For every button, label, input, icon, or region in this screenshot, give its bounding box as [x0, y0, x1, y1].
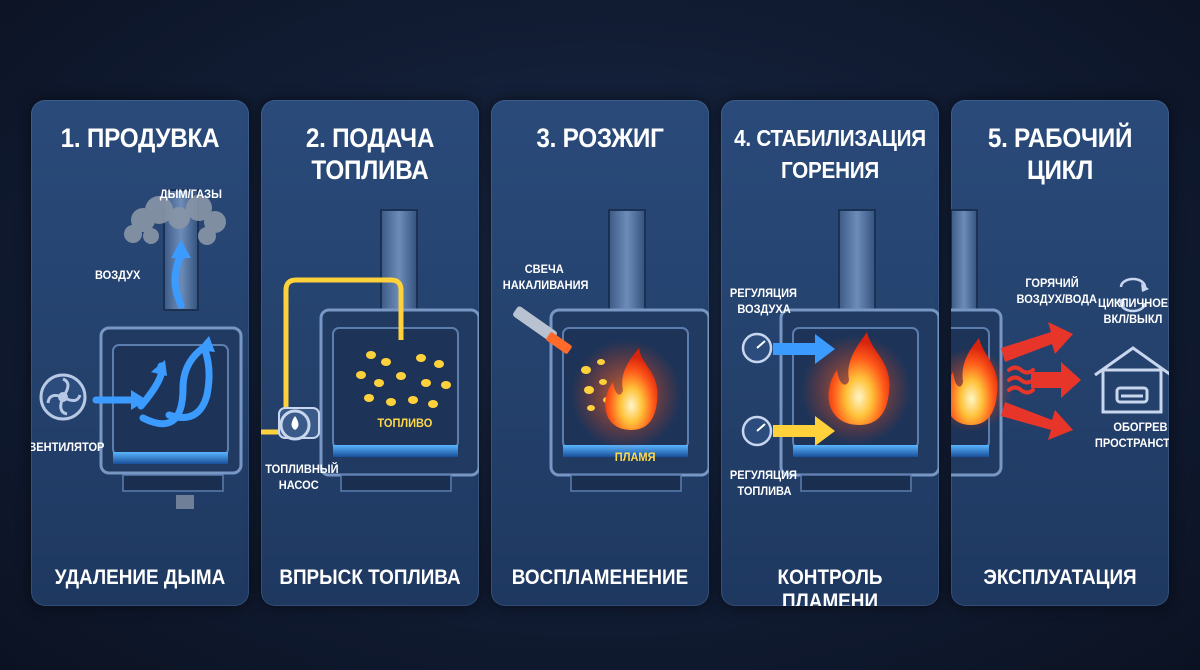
smoke-icon	[124, 195, 226, 245]
fuel-label: ТОПЛИВО	[377, 416, 433, 430]
step-title: 1. ПРОДУВКА	[60, 123, 220, 153]
air-regulation-label-line2: ВОЗДУХА	[737, 302, 791, 316]
heating-label-line2: ПРОСТРАНСТВА	[1094, 436, 1169, 450]
flame-label: ПЛАМЯ	[614, 450, 656, 464]
fuel-arrow-icon	[773, 416, 835, 446]
step-panel-stabilization: 4. СТАБИЛИЗАЦИЯ ГОРЕНИЯ РЕГУЛЯЦИЯ ВОЗДУХ…	[721, 100, 939, 606]
glow-plug-label-line1: СВЕЧА	[524, 262, 564, 276]
cycle-arrows-icon	[1119, 277, 1147, 313]
fan-icon	[39, 373, 87, 421]
pump-label-line2: НАСОС	[278, 478, 319, 492]
heat-arrow-icon	[1001, 322, 1081, 440]
step-footer: ВПРЫСК ТОПЛИВА	[279, 566, 461, 589]
ignition-illustration	[513, 209, 709, 492]
heating-label-line1: ОБОГРЕВ	[1113, 420, 1168, 434]
air-arrow-icon	[773, 334, 835, 364]
air-label: ВОЗДУХ	[94, 268, 141, 282]
fuel-regulation-label-line1: РЕГУЛЯЦИЯ	[729, 468, 797, 482]
air-regulation-label-line1: РЕГУЛЯЦИЯ	[729, 286, 797, 300]
step-title: 4. СТАБИЛИЗАЦИЯ ГОРЕНИЯ	[734, 125, 926, 183]
glow-plug-icon	[513, 306, 572, 354]
fuel-line-icon	[261, 277, 404, 435]
cycle-label-line2: ВКЛ/ВЫКЛ	[1103, 312, 1163, 326]
step-footer: ЭКСПЛУАТАЦИЯ	[983, 566, 1137, 589]
house-icon	[1094, 346, 1169, 414]
step-title: 3. РОЗЖИГ	[536, 123, 664, 153]
fuel-regulation-label-line2: ТОПЛИВА	[737, 484, 792, 498]
step-panel-fuel-feed: 2. ПОДАЧА ТОПЛИВА ТОПЛИВО ТОПЛИВНЫЙ НАСО…	[261, 100, 479, 606]
work-cycle-illustration	[951, 209, 1169, 477]
smoke-label: ДЫМ/ГАЗЫ	[159, 187, 222, 201]
flame-icon	[951, 338, 998, 425]
stabilization-illustration	[741, 209, 939, 492]
step-footer: УДАЛЕНИЕ ДЫМА	[54, 566, 226, 589]
hot-output-label-line2: ВОЗДУХ/ВОДА	[1016, 292, 1097, 306]
step-panel-work-cycle: 5. РАБОЧИЙ ЦИКЛ ГОРЯЧИЙ ВОЗДУХ	[951, 100, 1169, 606]
step-panel-purge: 1. ПРОДУВКА	[31, 100, 249, 606]
gauge-icon	[741, 332, 773, 447]
flame-icon	[605, 348, 658, 430]
step-title: 5. РАБОЧИЙ ЦИКЛ	[987, 123, 1133, 185]
fuel-feed-illustration	[261, 209, 479, 492]
fan-label: ВЕНТИЛЯТОР	[31, 440, 105, 454]
flame-icon	[828, 332, 890, 425]
step-title: 2. ПОДАЧА ТОПЛИВА	[305, 123, 435, 185]
pump-label-line1: ТОПЛИВНЫЙ	[265, 462, 339, 476]
glow-plug-label-line2: НАКАЛИВАНИЯ	[502, 278, 589, 292]
cycle-label-line1: ЦИКЛИЧНОЕ	[1098, 296, 1169, 310]
fuel-pump-icon	[278, 407, 320, 441]
purge-illustration	[39, 189, 243, 509]
step-footer: КОНТРОЛЬ ПЛАМЕНИ	[777, 566, 883, 606]
step-footer: ВОСПЛАМЕНЕНИЕ	[511, 566, 689, 589]
fuel-droplet-icon	[356, 351, 451, 408]
hot-output-label-line1: ГОРЯЧИЙ	[1025, 276, 1079, 290]
step-panel-ignition: 3. РОЗЖИГ СВЕЧА НАКАЛИВАНИЯ ПЛАМЯ ВОСПЛА…	[491, 100, 709, 606]
